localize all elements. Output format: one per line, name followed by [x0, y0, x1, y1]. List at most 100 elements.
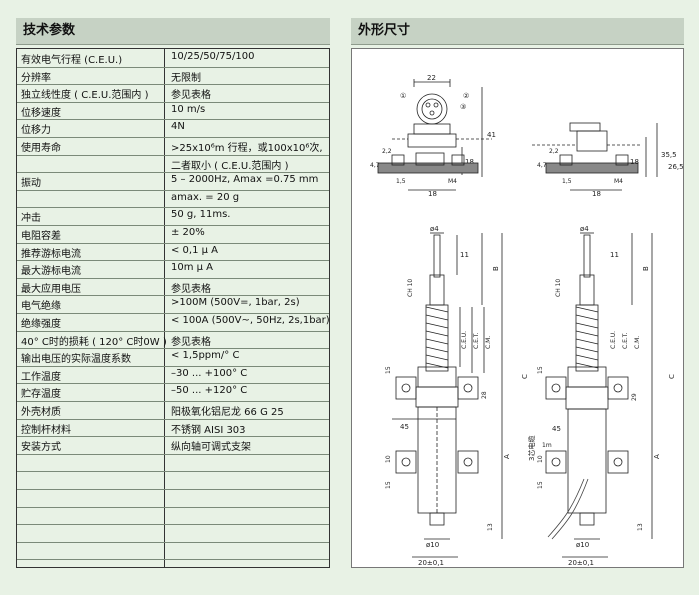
- table-row: 贮存温度–50 ... +120° C: [17, 383, 329, 402]
- ceu-label-right: C.E.U.: [610, 331, 617, 349]
- param-value: 阳极氧化铝尼龙 66 G 25: [171, 407, 284, 418]
- dim-35-5: 35,5: [661, 151, 677, 159]
- param-name: 最大应用电压: [21, 283, 81, 295]
- param-name: 有效电气行程 (C.E.U.): [21, 55, 123, 66]
- dim-B: B: [492, 266, 500, 271]
- dim-13: 13: [487, 523, 494, 531]
- table-row: 冲击 50 g, 11ms.: [17, 207, 329, 226]
- table-row: 安装方式纵向轴可调式支架: [17, 436, 329, 455]
- dim-4-7-right: 4,7: [537, 162, 547, 169]
- param-name: 位移速度: [21, 107, 61, 119]
- param-value: 参见表格: [171, 90, 211, 102]
- param-name: 控制杆材料: [21, 424, 71, 436]
- param-value: –50 ... +120° C: [171, 385, 248, 397]
- param-value: ± 20%: [171, 227, 205, 238]
- dim-15: 15: [385, 366, 392, 374]
- end-view-right: 35,5 26,5 18 4,7 2,2 1,5 M4 18: [532, 122, 684, 198]
- param-value: < 0,1 μ A: [171, 244, 219, 256]
- param-value: 50 g, 11ms.: [171, 209, 231, 221]
- dim-18-right: 18: [630, 158, 639, 166]
- callout-2: ②: [463, 92, 469, 100]
- phi4-label-right: ø4: [580, 225, 589, 233]
- dimensions-panel: 外形尺寸 22 ① ② ③ 41 18: [351, 18, 684, 568]
- phi10-label-right: ø10: [576, 541, 589, 549]
- table-row: [17, 542, 329, 561]
- base-dim: 20±0,1: [418, 559, 444, 567]
- m4-label: M4: [448, 178, 457, 185]
- dim-2-2: 2,2: [382, 148, 392, 155]
- phi10-label: ø10: [426, 541, 439, 549]
- dim-15-right: 15: [537, 366, 544, 374]
- table-row: amax. = 20 g: [17, 190, 329, 209]
- dim-45-right: 45: [552, 425, 561, 433]
- cet-label: C.E.T.: [473, 332, 480, 349]
- dim-29: 29: [631, 393, 638, 401]
- dim-22: 22: [427, 74, 436, 82]
- cet-label-right: C.E.T.: [622, 332, 629, 349]
- param-name: 冲击: [21, 213, 41, 225]
- param-value: 10m μ A: [171, 262, 214, 274]
- param-value: 4N: [171, 121, 185, 133]
- dim-18-base-right: 18: [592, 190, 601, 198]
- dim-10-right: 10: [537, 455, 544, 463]
- table-row: [17, 471, 329, 490]
- param-name: 推荐游标电流: [21, 248, 81, 260]
- technical-drawing-svg: 22 ① ② ③ 41 18 4,7 2,2 1,5 M4: [370, 74, 684, 567]
- param-value: amax. = 20 g: [171, 191, 240, 203]
- param-value: 二者取小 ( C.E.U.范围内 ): [171, 160, 289, 172]
- ch10-label: CH 10: [407, 279, 414, 297]
- dim-13-right: 13: [637, 523, 644, 531]
- side-view-right: ø4 11 CH 10 C.E.U. C.E.T. C.M. 15 29 45: [527, 225, 676, 567]
- dim-A: A: [503, 454, 511, 459]
- param-value: 10/25/50/75/100: [171, 51, 255, 62]
- param-name: 安装方式: [21, 442, 61, 454]
- dim-41: 41: [487, 131, 496, 139]
- table-row: 使用寿命>25x10⁶m 行程，或100x10⁶次,: [17, 137, 329, 156]
- dim-28: 28: [481, 391, 488, 399]
- dim-4-7: 4,7: [370, 162, 380, 169]
- side-view-left: ø4 11 CH 10 C.E.U. C.E.T. C.M. 15 28: [385, 225, 529, 567]
- dim-11-right: 11: [610, 251, 619, 259]
- cm-label-right: C.M.: [634, 336, 641, 349]
- param-value: –30 ... +100° C: [171, 367, 248, 379]
- table-row: 独立线性度 ( C.E.U.范围内 )参见表格: [17, 84, 329, 103]
- dim-C: C: [521, 374, 529, 379]
- m4-label-right: M4: [614, 178, 623, 185]
- ch10-label-right: CH 10: [555, 279, 562, 297]
- table-row: 控制杆材料 不锈钢 AISI 303: [17, 419, 329, 438]
- param-name: 电阻容差: [21, 231, 61, 242]
- dim-18: 18: [465, 158, 474, 166]
- param-value: 无限制: [171, 72, 201, 84]
- param-value: < 100A (500V~, 50Hz, 2s,1bar): [171, 315, 330, 326]
- param-value: < 1,5ppm/° C: [171, 350, 240, 362]
- table-row: [17, 489, 329, 508]
- table-row: [17, 524, 329, 543]
- dim-C-right: C: [668, 374, 676, 379]
- dim-10: 10: [385, 455, 392, 463]
- param-name: 使用寿命: [21, 143, 61, 154]
- table-row: 绝缘强度 < 100A (500V~, 50Hz, 2s,1bar): [17, 313, 330, 332]
- param-name: 绝缘强度: [21, 319, 61, 330]
- dim-2-2-right: 2,2: [549, 148, 559, 155]
- tech-params-title: 技术参数: [16, 18, 330, 45]
- table-row: 分辨率 无限制: [17, 67, 329, 86]
- table-row: 推荐游标电流 < 0,1 μ A: [17, 243, 329, 262]
- dim-1-5-right: 1,5: [562, 178, 572, 185]
- end-view-left: 22 ① ② ③ 41 18 4,7 2,2 1,5 M4: [370, 74, 496, 198]
- dim-26-5: 26,5: [668, 163, 683, 171]
- param-name: 分辨率: [21, 72, 51, 84]
- param-name: 40° C时的损耗 ( 120° C时0W ): [21, 336, 167, 348]
- param-value: 不锈钢 AISI 303: [171, 424, 246, 436]
- param-name: 输出电压的实际温度系数: [21, 354, 131, 366]
- table-row: 有效电气行程 (C.E.U.) 10/25/50/75/100: [17, 49, 329, 68]
- cable-label: 3芯电缆: [527, 436, 536, 461]
- param-value: 参见表格: [171, 336, 211, 348]
- table-row: 二者取小 ( C.E.U.范围内 ): [17, 155, 329, 174]
- table-row: 电气绝缘>100M (500V=, 1bar, 2s): [17, 295, 329, 314]
- base-dim-right: 20±0,1: [568, 559, 594, 567]
- dim-15b: 15: [385, 481, 392, 489]
- cable-length: 1m: [542, 442, 552, 449]
